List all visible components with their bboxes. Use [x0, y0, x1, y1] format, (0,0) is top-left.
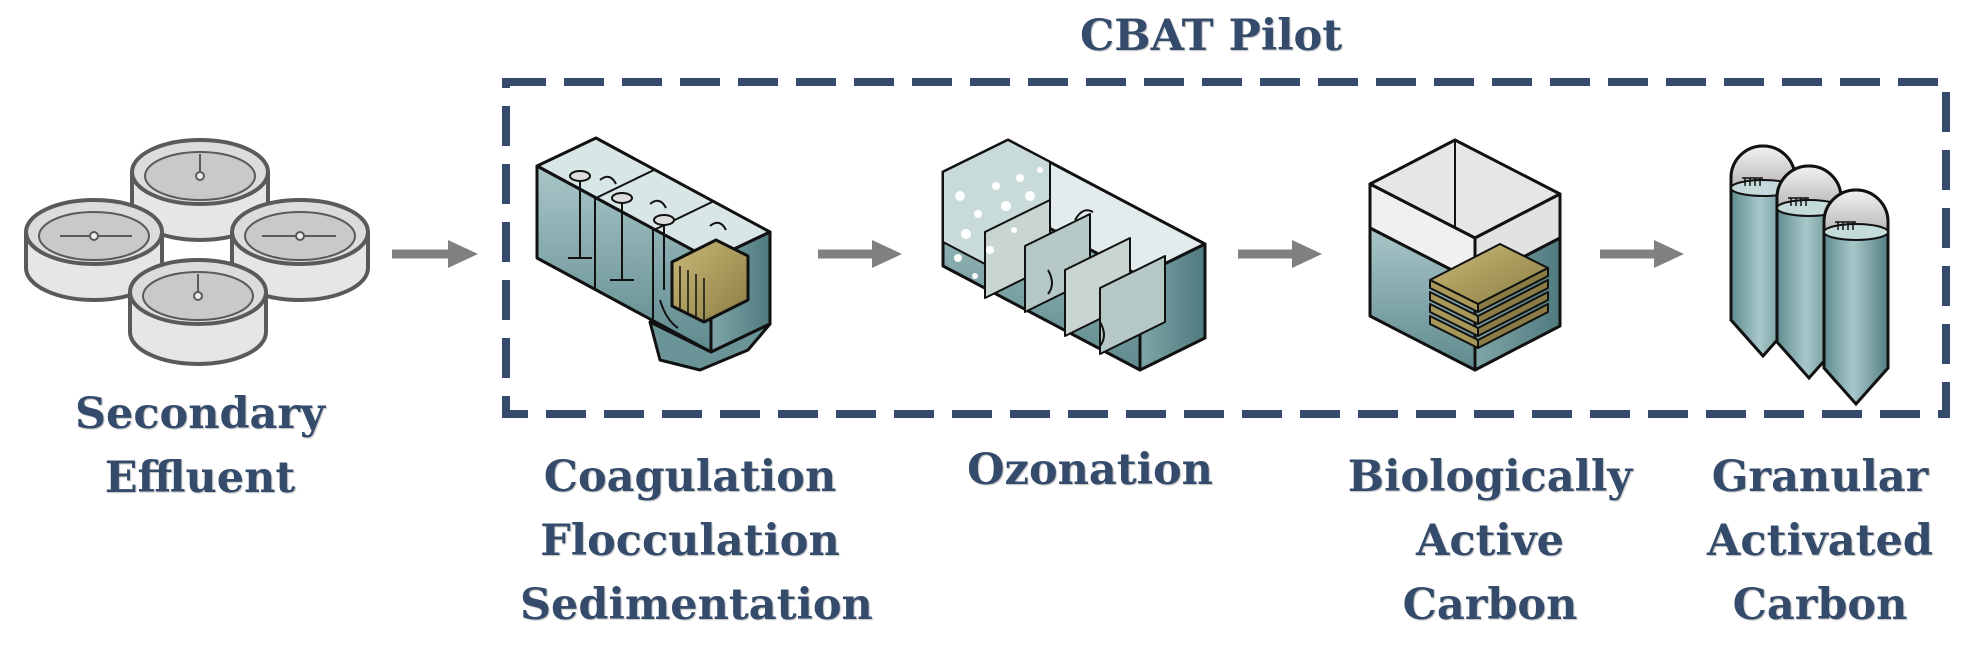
label-line: Biologically [1347, 452, 1633, 502]
stage-label-ozonation: Ozonation [930, 438, 1250, 502]
label-line: Effluent [104, 453, 296, 503]
cbat-pilot-boundary [502, 78, 1950, 418]
label-line: Carbon [1732, 580, 1908, 630]
gac-vessel-icon [1729, 144, 1890, 407]
label-line: Coagulation [543, 452, 837, 502]
label-line: Flocculation [540, 516, 840, 566]
label-line: Activated [1707, 516, 1933, 566]
flow-arrow-icon [1600, 240, 1684, 268]
stage-label-coagulation: Coagulation Flocculation Sedimentation [520, 445, 873, 637]
stage-label-biologically-active-carbon: Biologically Active Carbon [1320, 445, 1660, 637]
stage-label-secondary-effluent: Secondary Effluent [40, 382, 360, 510]
bac-filter-icon [1368, 138, 1562, 372]
label-line: Ozonation [967, 445, 1213, 495]
pilot-title: CBAT Pilot [1080, 11, 1343, 61]
label-line: Carbon [1402, 580, 1578, 630]
ozonation-tank-icon [941, 138, 1207, 372]
label-line: Active [1415, 516, 1565, 566]
flow-arrow-icon [818, 240, 902, 268]
coagulation-tank-icon [535, 136, 772, 372]
label-line: Secondary [74, 389, 326, 439]
flow-arrow-icon [1238, 240, 1322, 268]
flow-arrow-icon [392, 240, 478, 268]
stage-label-granular-activated-carbon: Granular Activated Carbon [1680, 445, 1960, 637]
clarifier-icon [24, 138, 370, 366]
label-line: Granular [1711, 452, 1929, 502]
label-line: Sedimentation [520, 580, 873, 630]
